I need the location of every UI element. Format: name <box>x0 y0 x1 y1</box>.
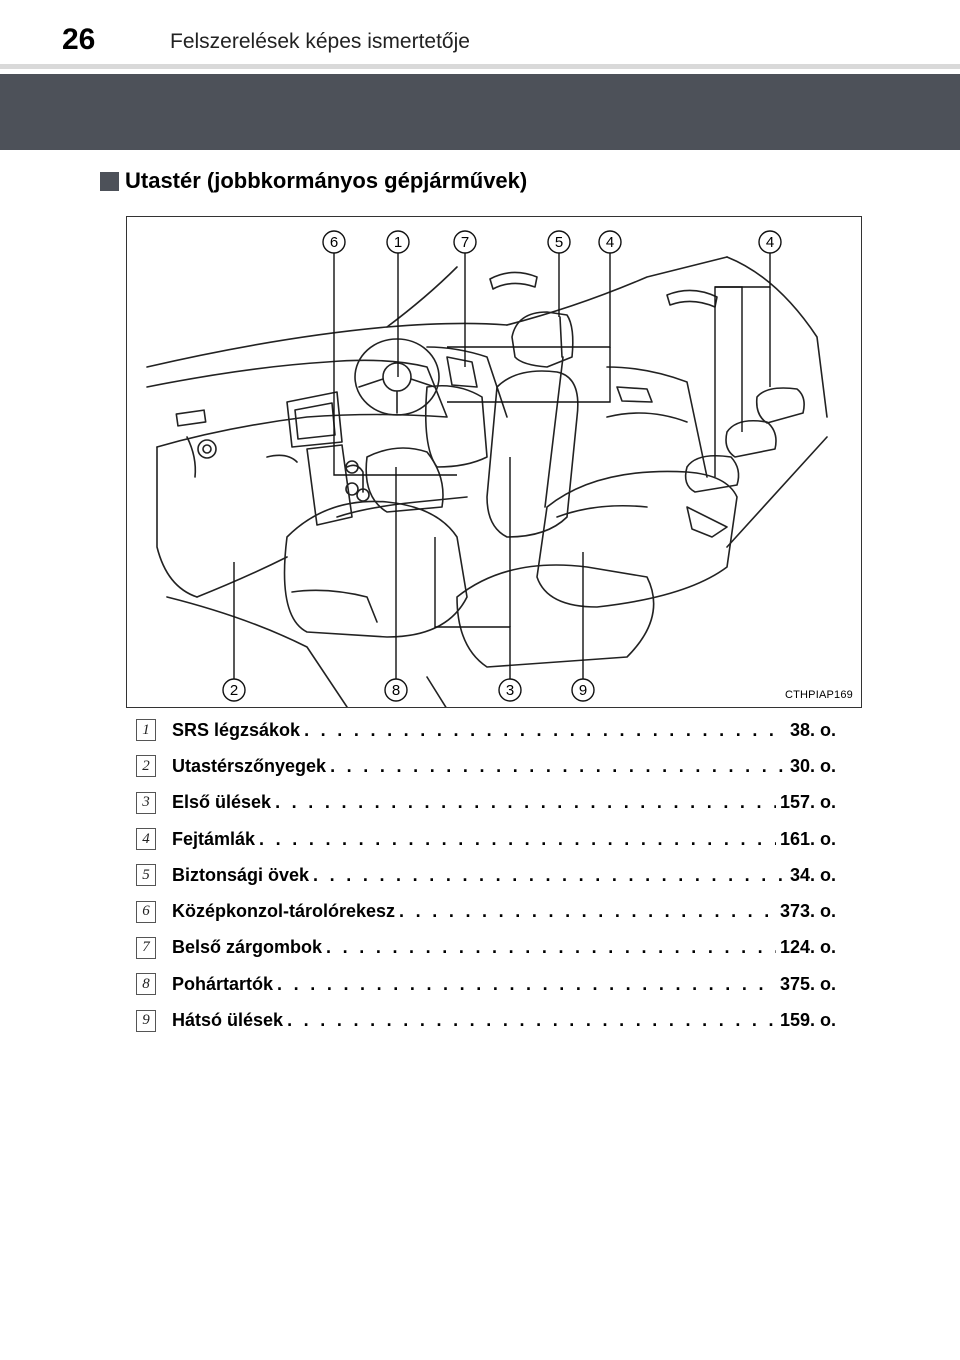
callout-2-circle <box>222 678 246 702</box>
callout-9-circle <box>571 678 595 702</box>
item-page-ref[interactable]: 161. o. <box>779 828 836 849</box>
callout-leader-lines <box>233 253 771 687</box>
callout-2: 2 <box>230 682 238 699</box>
list-item: 1 SRS légzsákok 38. o. <box>136 712 836 748</box>
interior-illustration: 6 1 7 5 4 4 2 8 3 9 CTHPIAP169 <box>126 216 862 708</box>
callout-5: 5 <box>555 234 563 251</box>
dot-leader <box>259 829 776 850</box>
item-page-ref[interactable]: 157. o. <box>779 792 836 813</box>
list-item: 8 Pohártartók 375. o. <box>136 966 836 1002</box>
item-page-ref[interactable]: 34. o. <box>789 864 836 885</box>
item-number: 3 <box>136 791 156 814</box>
item-label: Első ülések <box>172 792 272 813</box>
header-rule <box>0 64 960 69</box>
callout-7-circle <box>453 230 477 254</box>
callout-1-circle <box>386 230 410 254</box>
dot-leader <box>399 901 776 922</box>
item-label: Fejtámlák <box>172 828 256 849</box>
callout-circles <box>222 230 782 702</box>
item-page-ref[interactable]: 124. o. <box>779 937 836 958</box>
section-heading-text: Utastér (jobbkormányos gépjárművek) <box>125 168 528 193</box>
item-number: 2 <box>136 755 156 778</box>
item-label: Hátsó ülések <box>172 1010 284 1031</box>
dot-leader <box>287 1010 776 1031</box>
callout-5-circle <box>547 230 571 254</box>
item-label: Biztonsági övek <box>172 864 310 885</box>
callout-numbers: 6 1 7 5 4 4 2 8 3 9 <box>230 234 774 699</box>
dot-leader <box>330 756 786 777</box>
dot-leader <box>326 937 776 958</box>
item-number: 7 <box>136 936 156 959</box>
interior-drawing: 6 1 7 5 4 4 2 8 3 9 <box>146 230 828 707</box>
item-label: SRS légzsákok <box>172 719 301 740</box>
callout-4b-circle <box>758 230 782 254</box>
list-item: 2 Utastérszőnyegek 30. o. <box>136 748 836 784</box>
list-item: 9 Hátsó ülések 159. o. <box>136 1002 836 1038</box>
item-label: Középkonzol-tárolórekesz <box>172 901 396 922</box>
item-number: 9 <box>136 1009 156 1032</box>
page-header: 26 Felszerelések képes ismertetője <box>0 0 960 69</box>
item-label: Belső zárgombok <box>172 937 323 958</box>
callout-7: 7 <box>461 234 469 251</box>
callout-8-circle <box>384 678 408 702</box>
callout-9: 9 <box>579 682 587 699</box>
callout-1: 1 <box>394 234 402 251</box>
section-banner <box>0 74 960 150</box>
item-page-ref[interactable]: 30. o. <box>789 755 836 776</box>
item-number: 8 <box>136 973 156 996</box>
dot-leader <box>275 792 776 813</box>
dot-leader <box>313 865 786 886</box>
chapter-title: Felszerelések képes ismertetője <box>170 30 470 53</box>
list-item: 3 Első ülések 157. o. <box>136 785 836 821</box>
list-item: 7 Belső zárgombok 124. o. <box>136 930 836 966</box>
dot-leader <box>304 720 786 741</box>
callout-6: 6 <box>330 234 338 251</box>
list-item: 6 Középkonzol-tárolórekesz 373. o. <box>136 893 836 929</box>
callout-6-circle <box>322 230 346 254</box>
list-item: 5 Biztonsági övek 34. o. <box>136 857 836 893</box>
page-number: 26 <box>62 23 96 56</box>
figure-code: CTHPIAP169 <box>784 689 853 701</box>
callout-8: 8 <box>392 682 400 699</box>
item-number: 5 <box>136 864 156 887</box>
item-number: 4 <box>136 828 156 851</box>
item-label: Utastérszőnyegek <box>172 755 327 776</box>
square-bullet-icon <box>100 171 119 191</box>
dot-leader <box>277 974 776 995</box>
item-page-ref[interactable]: 375. o. <box>779 973 836 994</box>
section-heading: Utastér (jobbkormányos gépjárművek) <box>100 168 527 194</box>
callout-4a: 4 <box>606 234 614 251</box>
item-list: 1 SRS légzsákok 38. o. 2 Utastérszőnyege… <box>136 712 836 1039</box>
item-label: Pohártartók <box>172 973 274 994</box>
cabin-line-art <box>146 256 828 707</box>
list-item: 4 Fejtámlák 161. o. <box>136 821 836 857</box>
item-page-ref[interactable]: 38. o. <box>789 719 836 740</box>
callout-4a-circle <box>598 230 622 254</box>
callout-3: 3 <box>506 682 514 699</box>
item-number: 6 <box>136 900 156 923</box>
item-number: 1 <box>136 719 156 742</box>
item-page-ref[interactable]: 159. o. <box>779 1010 836 1031</box>
callout-4b: 4 <box>766 234 774 251</box>
item-page-ref[interactable]: 373. o. <box>779 901 836 922</box>
callout-3-circle <box>498 678 522 702</box>
